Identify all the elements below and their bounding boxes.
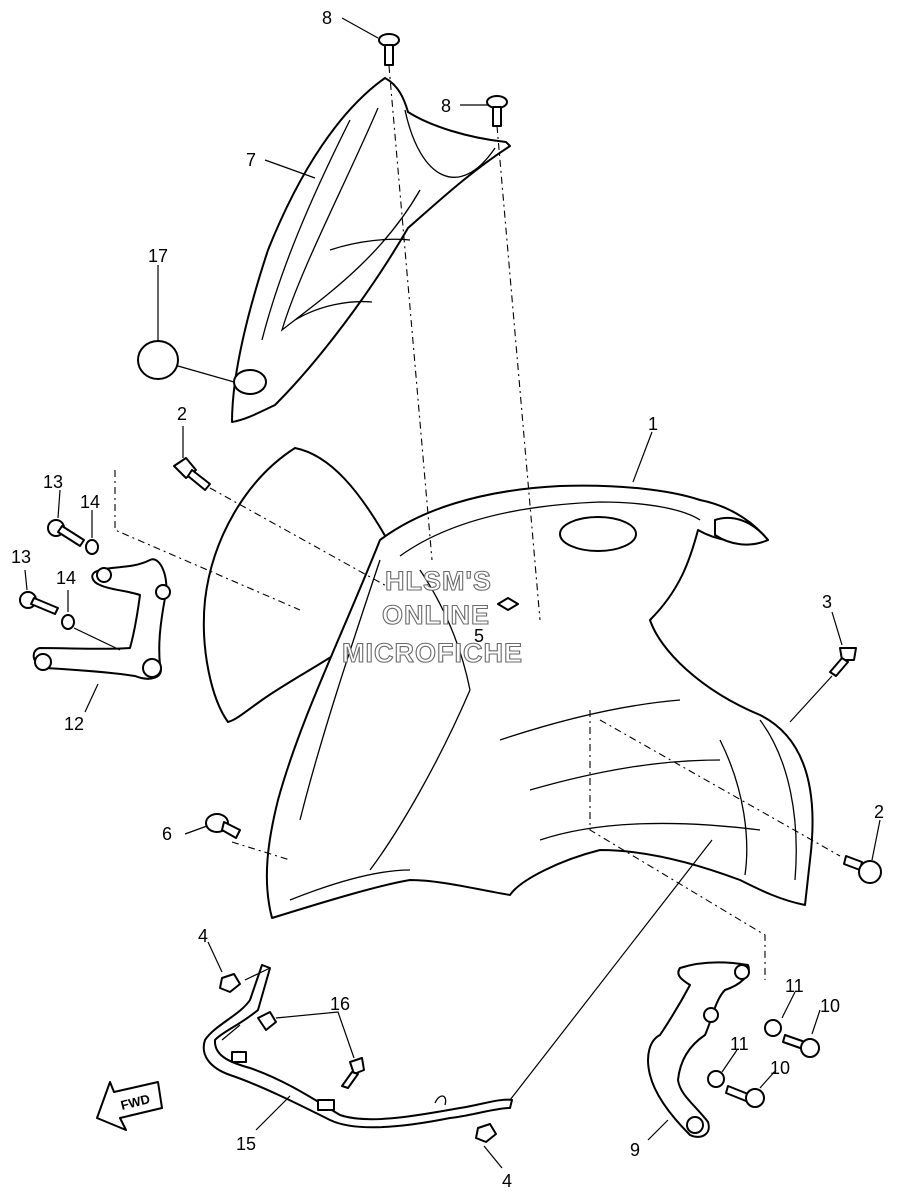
bolt-part-3 — [829, 647, 857, 677]
upper-cover-part-7 — [231, 77, 511, 423]
emblem-part-17 — [137, 340, 179, 380]
callout-11-lower: 11 — [730, 1034, 749, 1054]
fwd-arrow-icon: FWD — [96, 1081, 163, 1131]
callout-12: 12 — [64, 714, 84, 734]
callout-9: 9 — [630, 1140, 640, 1160]
callout-1: 1 — [648, 414, 658, 434]
bolt-part-16-b — [341, 1057, 365, 1089]
callout-14-lower: 14 — [56, 568, 76, 588]
callout-10-lower: 10 — [770, 1058, 790, 1078]
grommet-part-6 — [205, 813, 241, 839]
bolt-part-16-a — [257, 1011, 277, 1031]
callout-13-lower: 13 — [11, 547, 31, 567]
bolt-part-10-a — [782, 1034, 820, 1058]
bolt-part-10-b — [725, 1085, 765, 1108]
front-fender-part-1 — [202, 447, 814, 919]
callout-4-lower: 4 — [502, 1171, 512, 1191]
washer-part-14-a — [85, 539, 99, 555]
washer-part-11-b — [707, 1070, 725, 1088]
bolt-part-2-b — [843, 855, 882, 884]
callout-16: 16 — [330, 994, 350, 1014]
lower-bracket-part-15 — [202, 964, 513, 1129]
callout-8-upper: 8 — [322, 8, 332, 28]
screw-part-8-b — [486, 95, 508, 127]
callout-17: 17 — [148, 246, 168, 266]
fwd-label: FWD — [119, 1091, 151, 1113]
callout-6: 6 — [162, 824, 172, 844]
callout-2-upper: 2 — [177, 404, 187, 424]
callout-14-upper: 14 — [80, 492, 100, 512]
watermark-line-1: HLSM'S — [385, 566, 492, 596]
nut-part-4-a — [219, 973, 241, 993]
bolt-part-2-a — [173, 457, 211, 491]
washer-part-14-b — [61, 614, 75, 630]
callout-2-lower: 2 — [874, 802, 884, 822]
callout-3: 3 — [822, 592, 832, 612]
right-stay-part-9 — [647, 961, 750, 1138]
watermark-line-2: ONLINE — [382, 600, 490, 630]
callout-5: 5 — [474, 626, 484, 646]
assembly-lines — [114, 65, 841, 1101]
callout-11-upper: 11 — [785, 976, 804, 996]
callout-7: 7 — [246, 150, 256, 170]
callout-8-lower: 8 — [441, 96, 451, 116]
leader-lines — [24, 17, 881, 1169]
callout-13-upper: 13 — [43, 472, 63, 492]
screw-part-8-a — [378, 33, 400, 66]
left-stay-part-12 — [32, 558, 171, 680]
nut-part-4-b — [475, 1123, 497, 1143]
fasteners — [19, 33, 882, 1143]
bolt-part-13-a — [47, 519, 85, 547]
callout-15: 15 — [236, 1134, 256, 1154]
clip-part-5 — [497, 597, 519, 611]
washer-part-11-a — [764, 1019, 782, 1037]
callout-numbers: 1 2 2 3 4 4 5 6 7 8 8 9 10 10 11 11 12 1… — [11, 8, 884, 1191]
callout-4-upper: 4 — [198, 926, 208, 946]
watermark: HLSM'S ONLINE MICROFICHE — [341, 565, 523, 668]
bolt-part-13-b — [19, 591, 59, 615]
callout-10-upper: 10 — [820, 996, 840, 1016]
watermark-line-3: MICROFICHE — [342, 638, 523, 668]
